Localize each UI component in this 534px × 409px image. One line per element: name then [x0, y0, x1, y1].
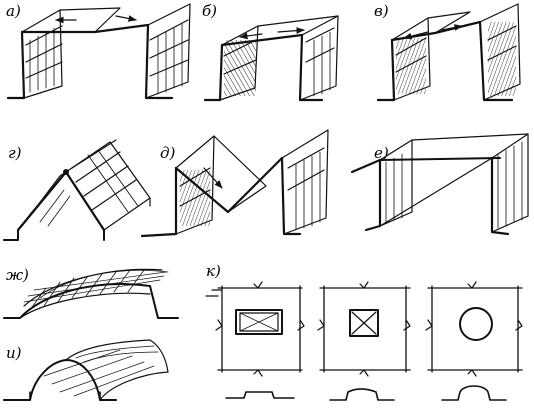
skylight-plan-3: [425, 281, 523, 377]
arrow-icon: [277, 27, 305, 34]
roof-g: [3, 139, 151, 241]
skylight-section-3: [441, 385, 507, 401]
arrow-icon: [403, 31, 429, 40]
skylight-opening-icon: [459, 307, 493, 341]
label-i: и): [6, 344, 22, 362]
roof-i-vault: [3, 339, 169, 401]
roof-v: [376, 3, 521, 102]
roof-d: [140, 129, 329, 238]
roof-zh-shell: [3, 268, 179, 319]
skylight-plan-1: [205, 281, 305, 377]
arrow-icon: [115, 15, 137, 22]
label-a: а): [6, 2, 21, 20]
skylight-opening-icon: [349, 309, 379, 337]
label-g: г): [8, 144, 22, 162]
skylight-opening-icon: [235, 309, 283, 335]
arrow-icon: [441, 24, 463, 31]
label-d: д): [160, 144, 176, 162]
roof-b: [203, 15, 339, 102]
arrow-icon: [203, 167, 223, 189]
skylight-plan-2: [317, 281, 411, 377]
skylight-section-1: [225, 391, 295, 399]
label-b: б): [202, 2, 218, 20]
label-k: к): [206, 262, 221, 280]
skylight-plans: [205, 281, 523, 401]
arrow-icon: [239, 32, 263, 40]
roof-e: [350, 133, 529, 236]
label-zh: ж): [6, 266, 29, 284]
label-v: в): [374, 2, 389, 20]
roof-a: [6, 3, 191, 100]
skylight-section-2: [329, 388, 395, 401]
